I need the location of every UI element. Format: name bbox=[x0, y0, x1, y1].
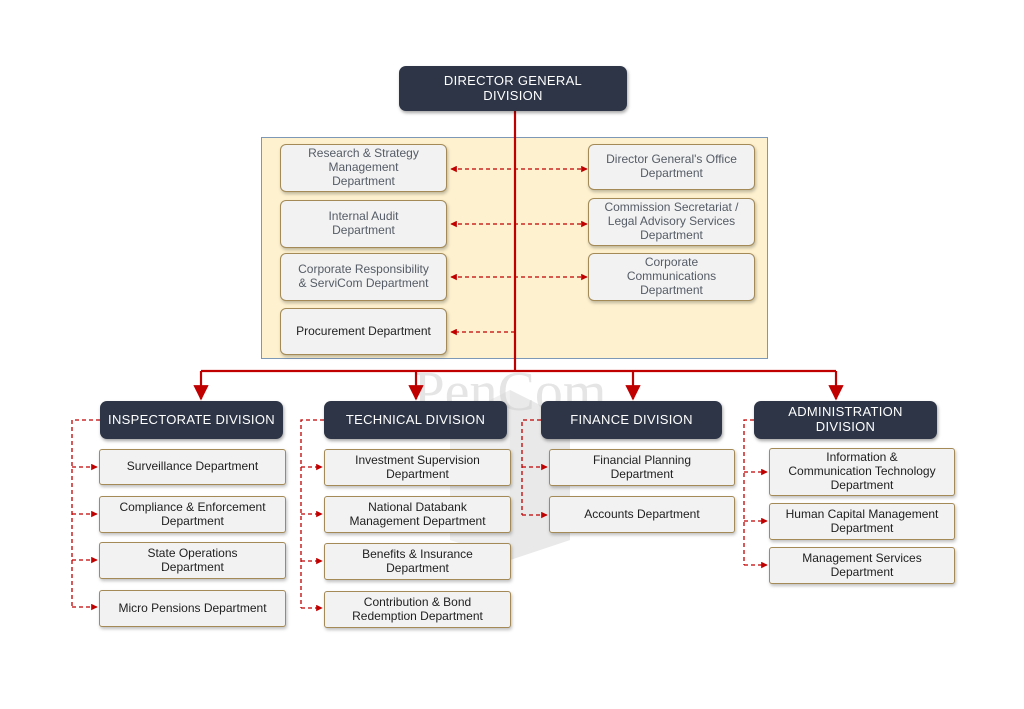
finance-division-box: FINANCE DIVISION bbox=[541, 401, 722, 439]
dept-human-capital: Human Capital Management Department bbox=[769, 503, 955, 540]
dept-investment-supervision: Investment Supervision Department bbox=[324, 449, 511, 486]
dept-financial-planning: Financial Planning Department bbox=[549, 449, 735, 486]
staff-procurement: Procurement Department bbox=[280, 308, 447, 355]
dept-compliance-enforcement: Compliance & Enforcement Department bbox=[99, 496, 286, 533]
staff-corporate-responsibility: Corporate Responsibility & ServiCom Depa… bbox=[280, 253, 447, 301]
bracket-inspectorate bbox=[71, 419, 100, 607]
staff-corporate-communications: Corporate Communications Department bbox=[588, 253, 755, 301]
dept-surveillance: Surveillance Department bbox=[99, 449, 286, 485]
dept-micro-pensions: Micro Pensions Department bbox=[99, 590, 286, 627]
dept-contribution-bond: Contribution & Bond Redemption Departmen… bbox=[324, 591, 511, 628]
staff-internal-audit: Internal Audit Department bbox=[280, 200, 447, 248]
dept-national-databank: National Databank Management Department bbox=[324, 496, 511, 533]
bracket-administration bbox=[743, 419, 754, 565]
staff-dg-office: Director General's Office Department bbox=[588, 144, 755, 190]
technical-division-box: TECHNICAL DIVISION bbox=[324, 401, 507, 439]
bracket-technical bbox=[300, 419, 324, 608]
staff-commission-secretariat: Commission Secretariat / Legal Advisory … bbox=[588, 198, 755, 246]
inspectorate-division-box: INSPECTORATE DIVISION bbox=[100, 401, 283, 439]
dept-ict: Information & Communication Technology D… bbox=[769, 448, 955, 496]
administration-division-box: ADMINISTRATION DIVISION bbox=[754, 401, 937, 439]
director-general-box: DIRECTOR GENERAL DIVISION bbox=[399, 66, 627, 111]
staff-research-strategy: Research & Strategy Management Departmen… bbox=[280, 144, 447, 192]
dept-management-services: Management Services Department bbox=[769, 547, 955, 584]
dept-state-operations: State Operations Department bbox=[99, 542, 286, 579]
dept-accounts: Accounts Department bbox=[549, 496, 735, 533]
dept-benefits-insurance: Benefits & Insurance Department bbox=[324, 543, 511, 580]
